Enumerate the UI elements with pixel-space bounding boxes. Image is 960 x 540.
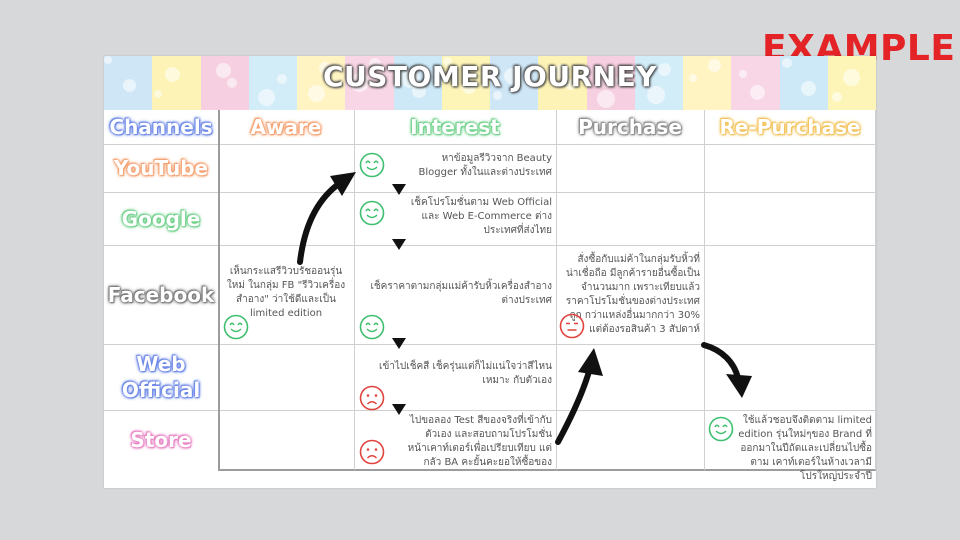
- bubble-decoration: [493, 91, 502, 100]
- grid-line: [704, 110, 705, 470]
- banner-stripe: [827, 56, 876, 110]
- channel-google: Google: [121, 206, 201, 231]
- grid-line: [218, 110, 220, 470]
- facebook-aware-happy-face-icon: [223, 314, 249, 340]
- banner-stripe: [441, 56, 490, 110]
- down-arrow-icon: [392, 239, 406, 250]
- down-arrow-icon: [392, 404, 406, 415]
- channel-store: Store: [130, 427, 192, 452]
- banner-stripe: [538, 56, 587, 110]
- banner-stripe: [731, 56, 780, 110]
- channel-facebook: Facebook: [107, 282, 215, 307]
- note-store-interest: ไปขอลอง Test สีของจริงที่เข้ากับ ตัวเอง …: [407, 415, 552, 468]
- bubble-decoration: [215, 63, 231, 78]
- bubble-decoration: [565, 79, 577, 90]
- bubble-decoration: [104, 56, 112, 64]
- bubble-decoration: [646, 86, 665, 104]
- bubble-decoration: [257, 89, 275, 106]
- bubble-decoration: [781, 58, 792, 68]
- bubble-decoration: [319, 62, 331, 74]
- facebook-purchase-neutral-face-icon: [559, 313, 585, 339]
- header-channels: Channels: [109, 115, 213, 139]
- banner-stripe: [779, 56, 828, 110]
- bubble-decoration: [226, 78, 237, 88]
- bubble-decoration: [554, 64, 571, 80]
- bubble-decoration: [369, 58, 382, 70]
- bubble-decoration: [400, 69, 420, 88]
- banner-stripe: [683, 56, 732, 110]
- bubble-decoration: [350, 73, 370, 92]
- bubble-decoration: [800, 81, 816, 96]
- channel-web-official: Web Official: [121, 352, 201, 402]
- bubble-decoration: [615, 75, 627, 86]
- bubble-decoration: [308, 85, 325, 102]
- customer-journey-sheet: CUSTOMER JOURNEY Channels Aware Interest…: [104, 56, 876, 488]
- grid-line: [104, 410, 876, 411]
- banner-stripe: [345, 56, 394, 110]
- store-interest-sad-face-icon: [359, 439, 385, 465]
- grid-line: [104, 192, 876, 193]
- youtube-interest-happy-face-icon: [359, 152, 385, 178]
- grid-line: [875, 110, 876, 470]
- banner-stripe: [393, 56, 442, 110]
- note-facebook-interest: เช็คราคาตามกลุ่มแม่ค้ารับหิ้วเครื่องสำอา…: [370, 281, 552, 306]
- store-repurchase-happy-face-icon: [708, 416, 734, 442]
- bubble-decoration: [842, 69, 860, 86]
- channel-youtube: YouTube: [113, 156, 209, 180]
- banner-stripe: [634, 56, 683, 110]
- note-youtube-interest: หาข้อมูลรีวิวจาก Beauty Blogger ทั้งในแล…: [418, 153, 552, 178]
- bubble-decoration: [708, 59, 721, 72]
- header-aware: Aware: [250, 115, 322, 139]
- grid-line: [104, 245, 876, 246]
- note-store-repurchase: ใช้แล้วชอบจึงติดตาม limited edition รุ่น…: [738, 415, 872, 482]
- grid-line: [556, 110, 557, 470]
- note-facebook-purchase: สั่งซื้อกับแม่ค้าในกลุ่มรับหิ้วที่ น่าเช…: [565, 254, 700, 335]
- bubble-decoration: [657, 63, 671, 76]
- grid-line: [354, 110, 355, 470]
- title-banner: [104, 56, 876, 110]
- grid-line: [218, 469, 876, 471]
- bubble-decoration: [689, 74, 697, 82]
- web-interest-sad-face-icon: [359, 385, 385, 411]
- banner-stripe: [152, 56, 201, 110]
- note-google-interest: เช็คโปรโมชั่นตาม Web Official และ Web E-…: [410, 197, 552, 236]
- bubble-decoration: [750, 85, 766, 100]
- bubble-decoration: [411, 84, 426, 98]
- banner-stripe: [586, 56, 635, 110]
- banner-stripe: [200, 56, 249, 110]
- bubble-decoration: [165, 67, 181, 82]
- banner-stripe: [297, 56, 346, 110]
- bubble-decoration: [504, 68, 520, 84]
- grid-line: [104, 344, 876, 345]
- down-arrow-icon: [392, 184, 406, 195]
- google-interest-happy-face-icon: [359, 200, 385, 226]
- bubble-decoration: [739, 70, 748, 78]
- bubble-decoration: [831, 92, 842, 102]
- bubble-decoration: [461, 80, 476, 94]
- header-interest: Interest: [410, 115, 500, 139]
- diagram-title: CUSTOMER JOURNEY: [322, 60, 657, 93]
- banner-stripe: [248, 56, 297, 110]
- facebook-interest-happy-face-icon: [359, 314, 385, 340]
- note-web-interest: เข้าไปเช็คสี เช็ครุ่นแต่ก็ไม่แน่ใจว่าสีไ…: [379, 361, 552, 386]
- header-purchase: Purchase: [578, 115, 682, 139]
- bubble-decoration: [276, 74, 287, 84]
- grid-line: [104, 144, 876, 145]
- bubble-decoration: [123, 79, 136, 92]
- bubble-decoration: [442, 57, 452, 66]
- down-arrow-icon: [392, 338, 406, 349]
- bubble-decoration: [154, 90, 163, 98]
- note-facebook-aware: เห็นกระแสรีวิวบรัชออนรุ่นใหม่ ในกลุ่ม FB…: [226, 266, 346, 319]
- banner-stripe: [104, 56, 153, 110]
- header-re-purchase: Re-Purchase: [719, 115, 861, 139]
- bubble-decoration: [596, 90, 615, 108]
- journey-grid: Channels Aware Interest Purchase Re-Purc…: [104, 110, 876, 488]
- banner-stripe: [490, 56, 539, 110]
